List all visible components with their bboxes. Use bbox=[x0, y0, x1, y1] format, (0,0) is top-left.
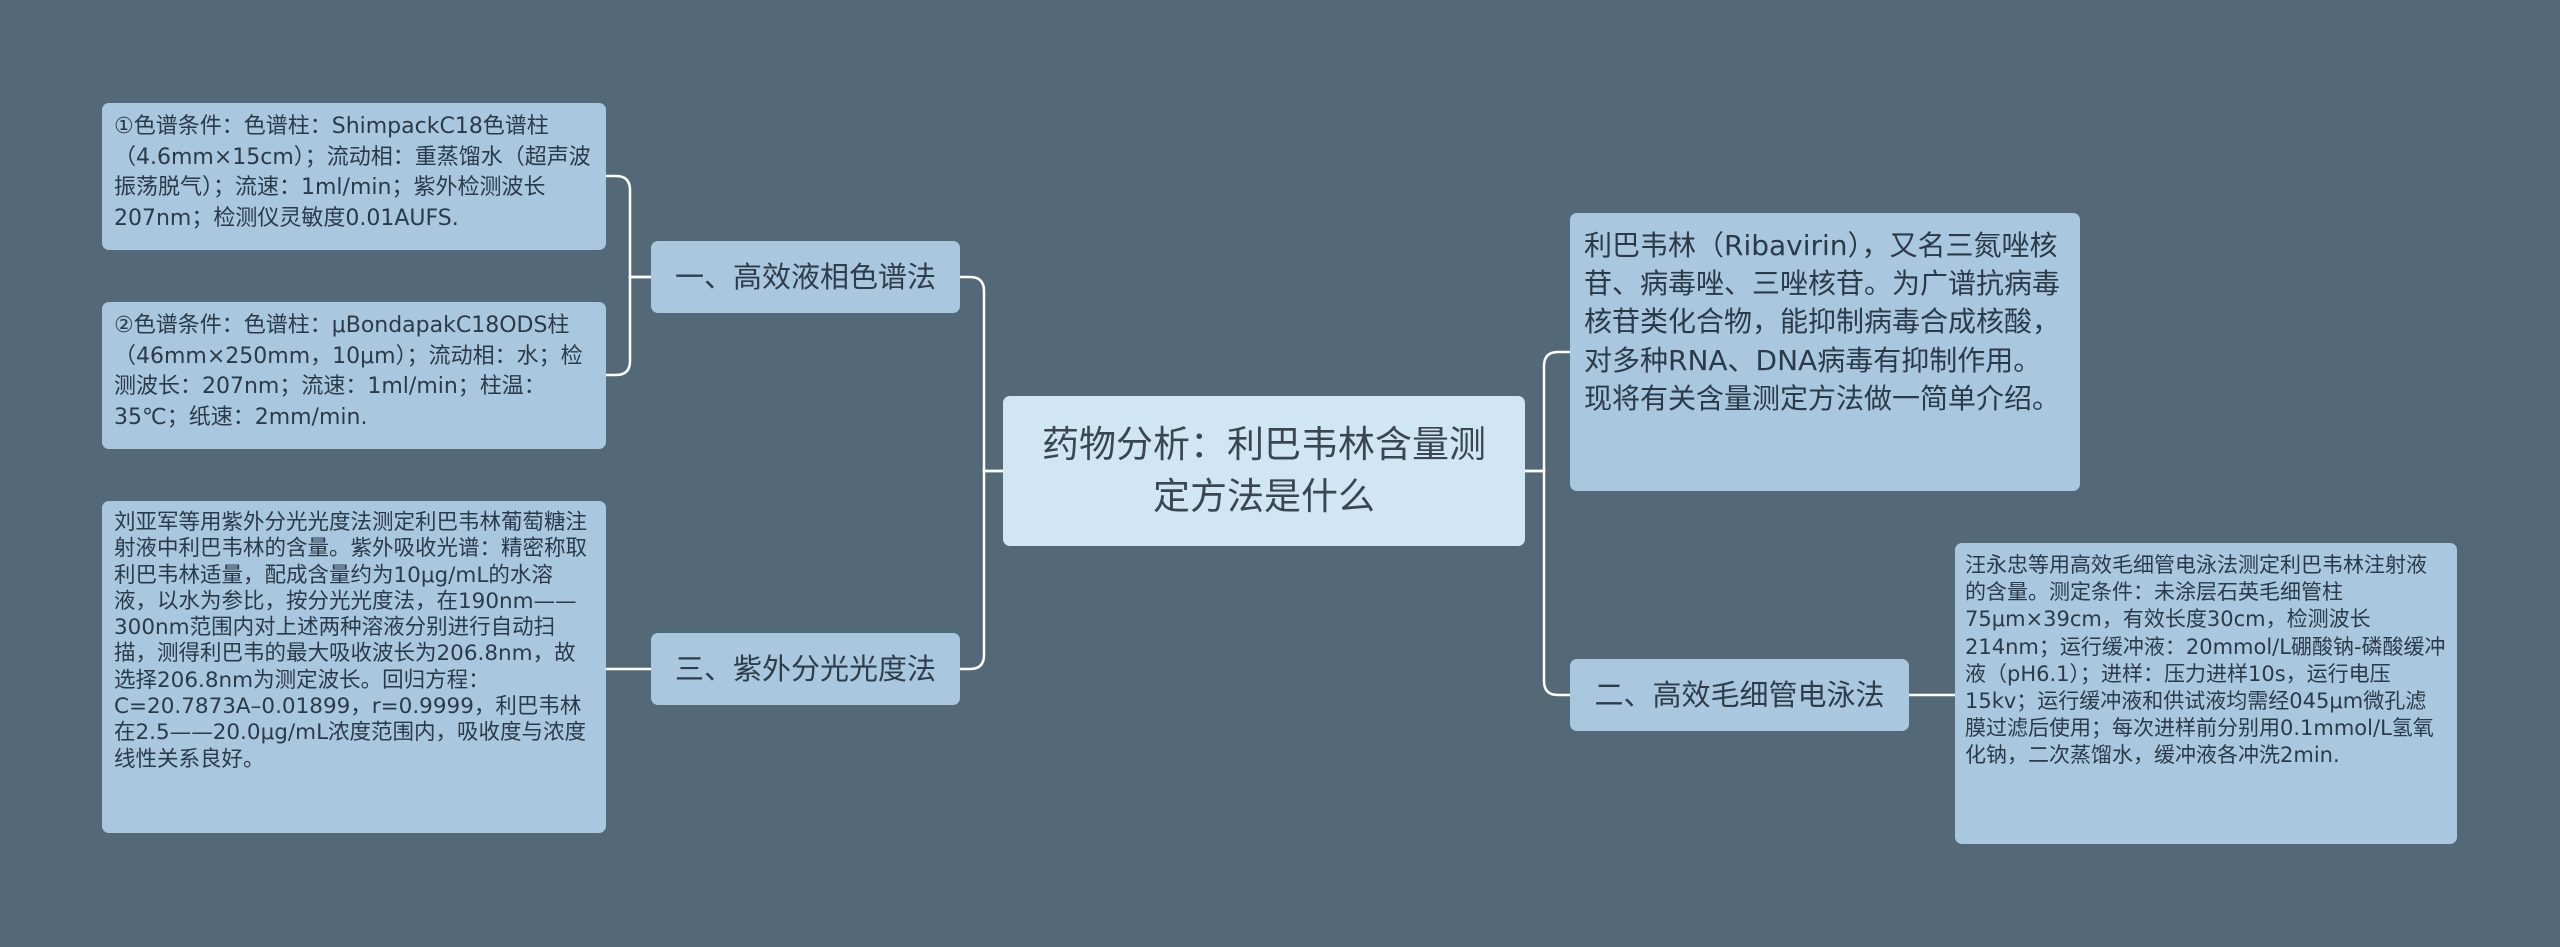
connector-root-ce bbox=[1523, 469, 1572, 697]
connector-hplc-detail-1 bbox=[604, 174, 653, 279]
root-topic[interactable]: 药物分析：利巴韦林含量测定方法是什么 bbox=[1003, 396, 1525, 546]
branch-ce-label: 二、高效毛细管电泳法 bbox=[1594, 678, 1885, 712]
intro-node[interactable]: 利巴韦林（Ribavirin），又名三氮唑核苷、病毒唑、三唑核苷。为广谱抗病毒核… bbox=[1570, 213, 2080, 491]
branch-hplc[interactable]: 一、高效液相色谱法 bbox=[651, 241, 960, 313]
ce-method-detail[interactable]: 汪永忠等用高效毛细管电泳法测定利巴韦林注射液的含量。测定条件：未涂层石英毛细管柱… bbox=[1955, 543, 2457, 844]
root-title: 药物分析：利巴韦林含量测定方法是什么 bbox=[1042, 423, 1486, 518]
branch-uv[interactable]: 三、紫外分光光度法 bbox=[651, 633, 960, 705]
connector-root-hplc bbox=[958, 275, 1005, 473]
connector-root-uv bbox=[958, 469, 1005, 671]
branch-ce[interactable]: 二、高效毛细管电泳法 bbox=[1570, 659, 1909, 731]
hplc-condition-1-text: ①色谱条件：色谱柱：ShimpackC18色谱柱（4.6mm×15cm）；流动相… bbox=[114, 114, 591, 231]
connector-root-intro bbox=[1523, 350, 1572, 473]
ce-method-detail-text: 汪永忠等用高效毛细管电泳法测定利巴韦林注射液的含量。测定条件：未涂层石英毛细管柱… bbox=[1965, 553, 2446, 768]
connector-hplc-detail-2 bbox=[604, 275, 653, 377]
hplc-condition-1[interactable]: ①色谱条件：色谱柱：ShimpackC18色谱柱（4.6mm×15cm）；流动相… bbox=[102, 103, 606, 250]
intro-text: 利巴韦林（Ribavirin），又名三氮唑核苷、病毒唑、三唑核苷。为广谱抗病毒核… bbox=[1584, 229, 2061, 415]
hplc-condition-2-text: ②色谱条件：色谱柱：μBondapakC18ODS柱（46mm×250mm，10… bbox=[114, 313, 583, 430]
hplc-condition-2[interactable]: ②色谱条件：色谱柱：μBondapakC18ODS柱（46mm×250mm，10… bbox=[102, 302, 606, 449]
branch-uv-label: 三、紫外分光光度法 bbox=[674, 652, 936, 686]
branch-hplc-label: 一、高效液相色谱法 bbox=[674, 260, 936, 294]
uv-method-detail-text: 刘亚军等用紫外分光光度法测定利巴韦林葡萄糖注射液中利巴韦林的含量。紫外吸收光谱：… bbox=[114, 510, 588, 772]
uv-method-detail[interactable]: 刘亚军等用紫外分光光度法测定利巴韦林葡萄糖注射液中利巴韦林的含量。紫外吸收光谱：… bbox=[102, 501, 606, 833]
